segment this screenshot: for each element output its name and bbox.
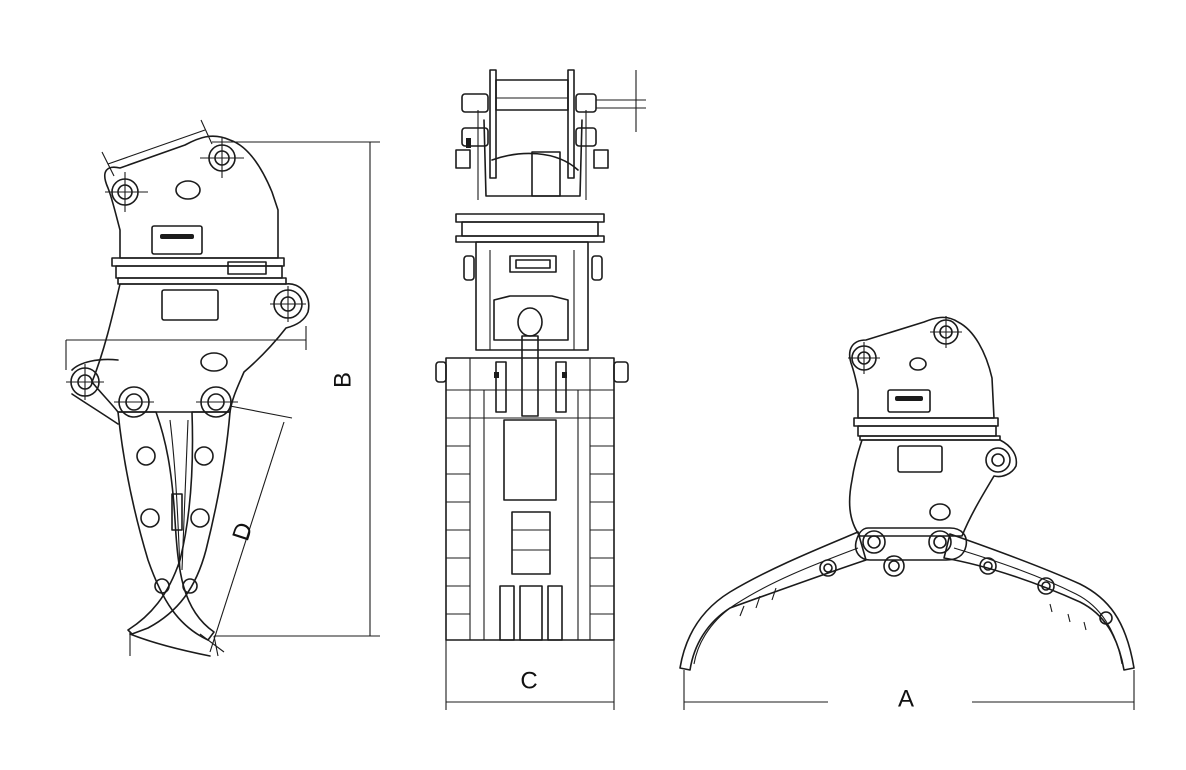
side-jaw-right <box>127 411 231 635</box>
front-rotator-plate-1 <box>455 213 605 223</box>
side-body <box>91 283 310 413</box>
open-view: A <box>679 316 1135 712</box>
side-jaw-left <box>117 411 215 641</box>
front-view: C <box>435 69 646 710</box>
open-body <box>848 439 1018 537</box>
dimension-d-label: D <box>227 519 258 544</box>
side-bracket-hole <box>175 180 201 200</box>
side-view: D B <box>65 119 380 657</box>
dimension-c-label: C <box>520 667 537 694</box>
front-body <box>445 357 615 641</box>
side-body-plate <box>161 289 219 321</box>
side-bracket-plate <box>151 225 203 255</box>
dimension-b-label: B <box>329 372 356 388</box>
side-rotator-flange-2 <box>115 265 283 279</box>
dimension-a-label: A <box>898 685 914 712</box>
open-bracket <box>848 316 995 419</box>
open-jaw-left <box>679 531 867 671</box>
side-bracket <box>104 135 279 259</box>
open-jaw-right <box>943 533 1135 671</box>
